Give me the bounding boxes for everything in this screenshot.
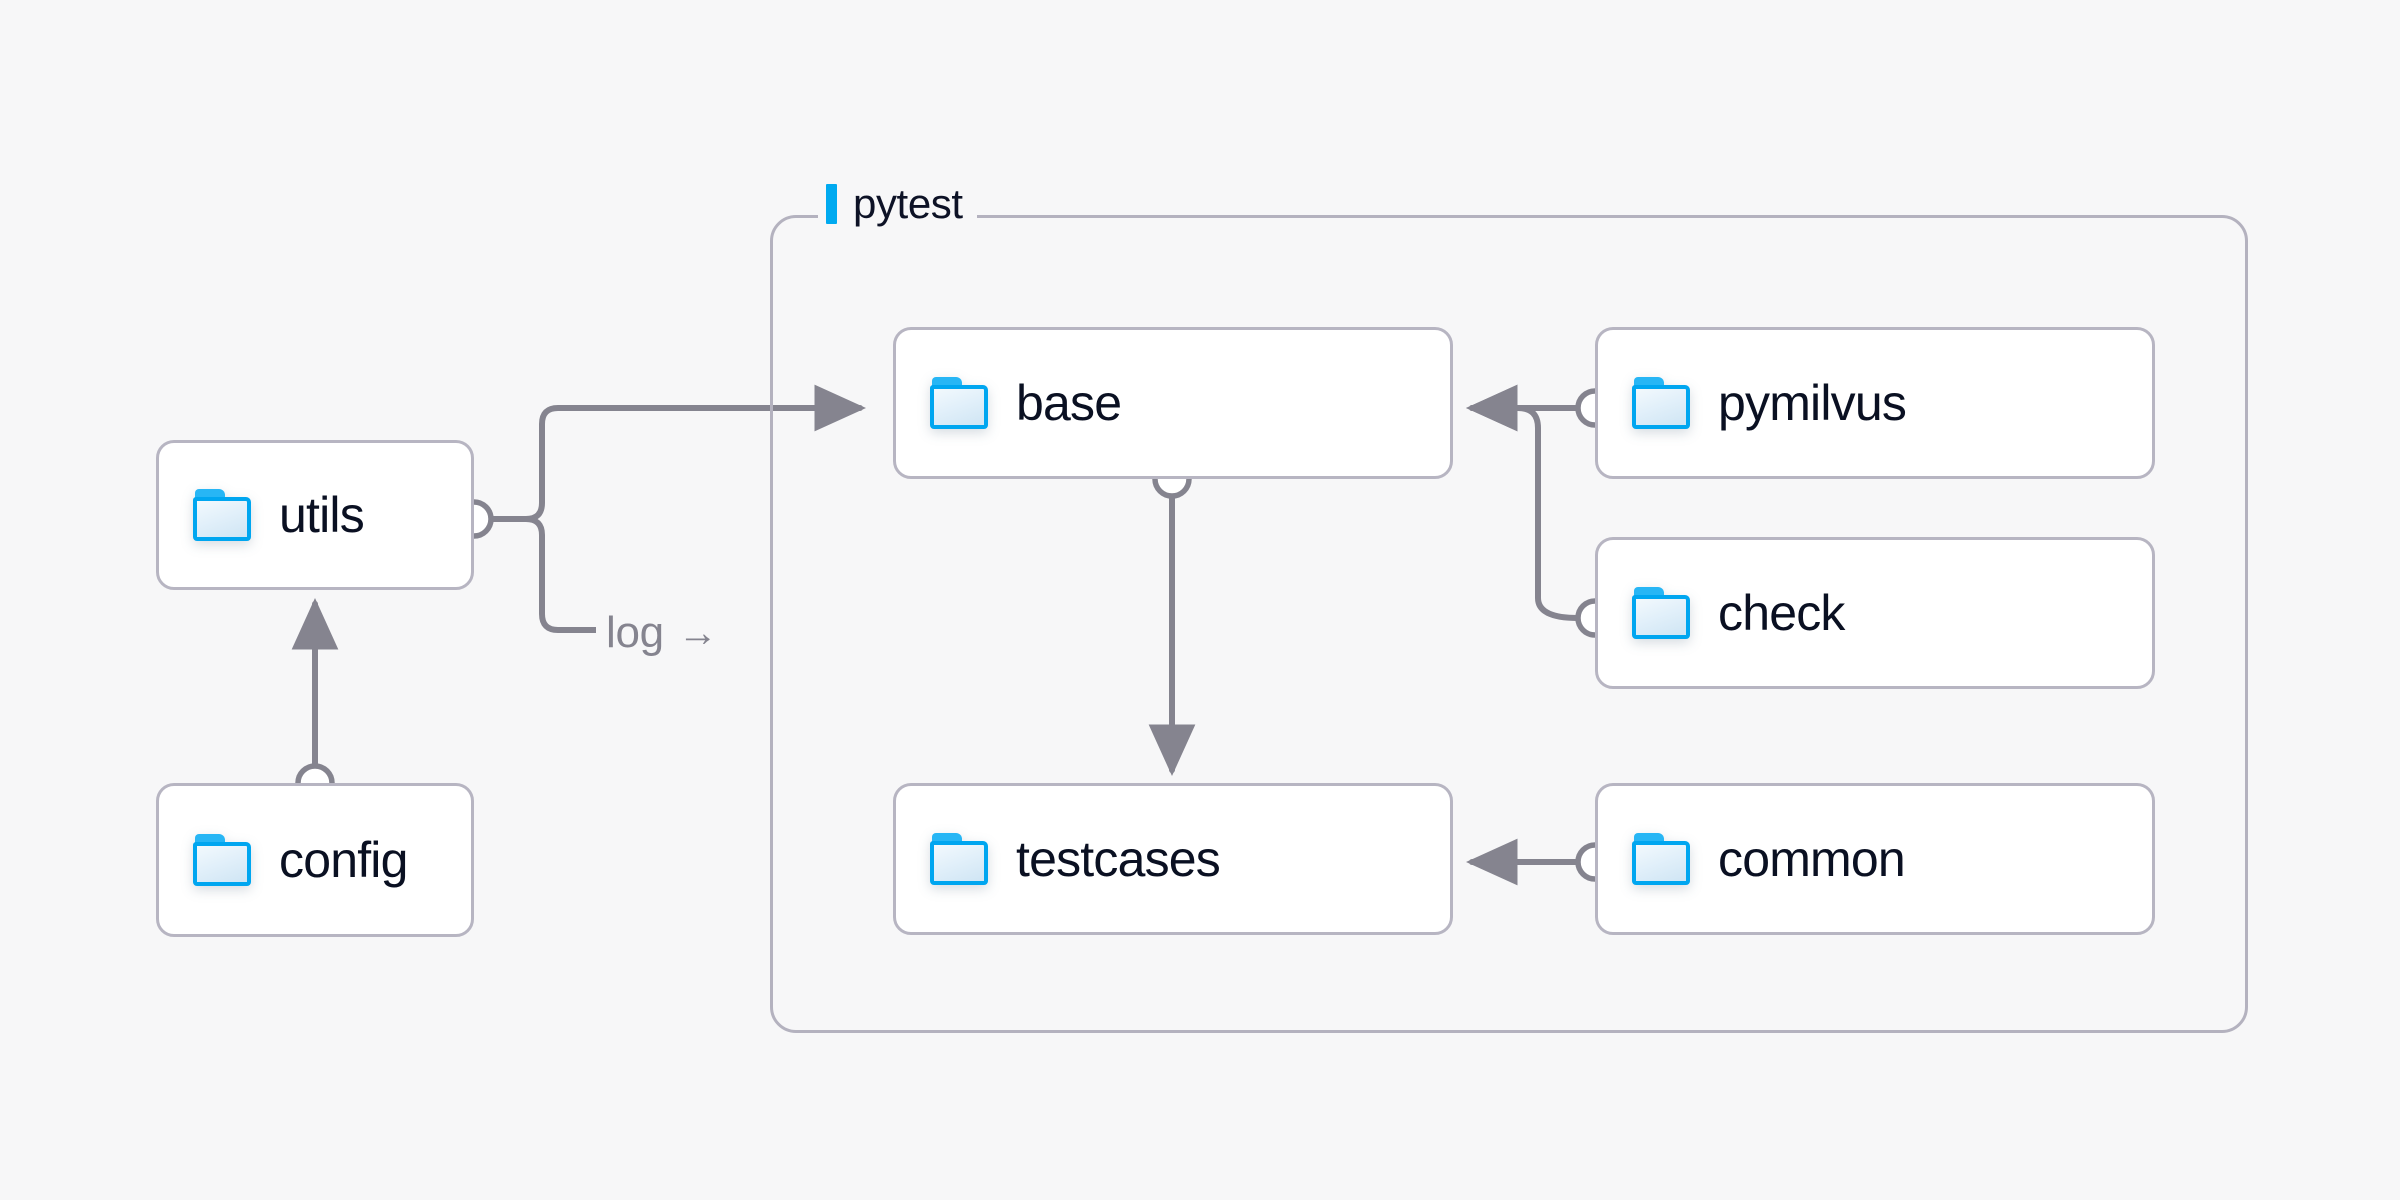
node-config[interactable]: config xyxy=(156,783,474,937)
node-common-label: common xyxy=(1718,831,1906,887)
node-base-label: base xyxy=(1016,375,1122,431)
group-pytest[interactable] xyxy=(770,215,2248,1033)
folder-icon xyxy=(1632,377,1690,429)
node-utils[interactable]: utils xyxy=(156,440,474,590)
folder-icon xyxy=(1632,587,1690,639)
folder-icon xyxy=(193,489,251,541)
node-config-label: config xyxy=(279,832,408,888)
node-pymilvus-label: pymilvus xyxy=(1718,375,1907,431)
node-testcases[interactable]: testcases xyxy=(893,783,1453,935)
node-check[interactable]: check xyxy=(1595,537,2155,689)
node-testcases-label: testcases xyxy=(1016,831,1221,887)
node-pymilvus[interactable]: pymilvus xyxy=(1595,327,2155,479)
group-pytest-label-text: pytest xyxy=(853,180,963,227)
arrow-right-icon: → xyxy=(677,611,718,655)
node-utils-label: utils xyxy=(279,487,365,543)
node-common[interactable]: common xyxy=(1595,783,2155,935)
folder-icon xyxy=(930,833,988,885)
folder-icon xyxy=(930,377,988,429)
folder-icon xyxy=(193,834,251,886)
edge-label-log-text: log xyxy=(606,608,664,657)
folder-icon xyxy=(1632,833,1690,885)
node-check-label: check xyxy=(1718,585,1845,641)
group-accent-bar xyxy=(826,184,837,224)
group-pytest-label: pytest xyxy=(818,180,977,228)
node-base[interactable]: base xyxy=(893,327,1453,479)
edge-label-log: log → xyxy=(596,605,728,661)
